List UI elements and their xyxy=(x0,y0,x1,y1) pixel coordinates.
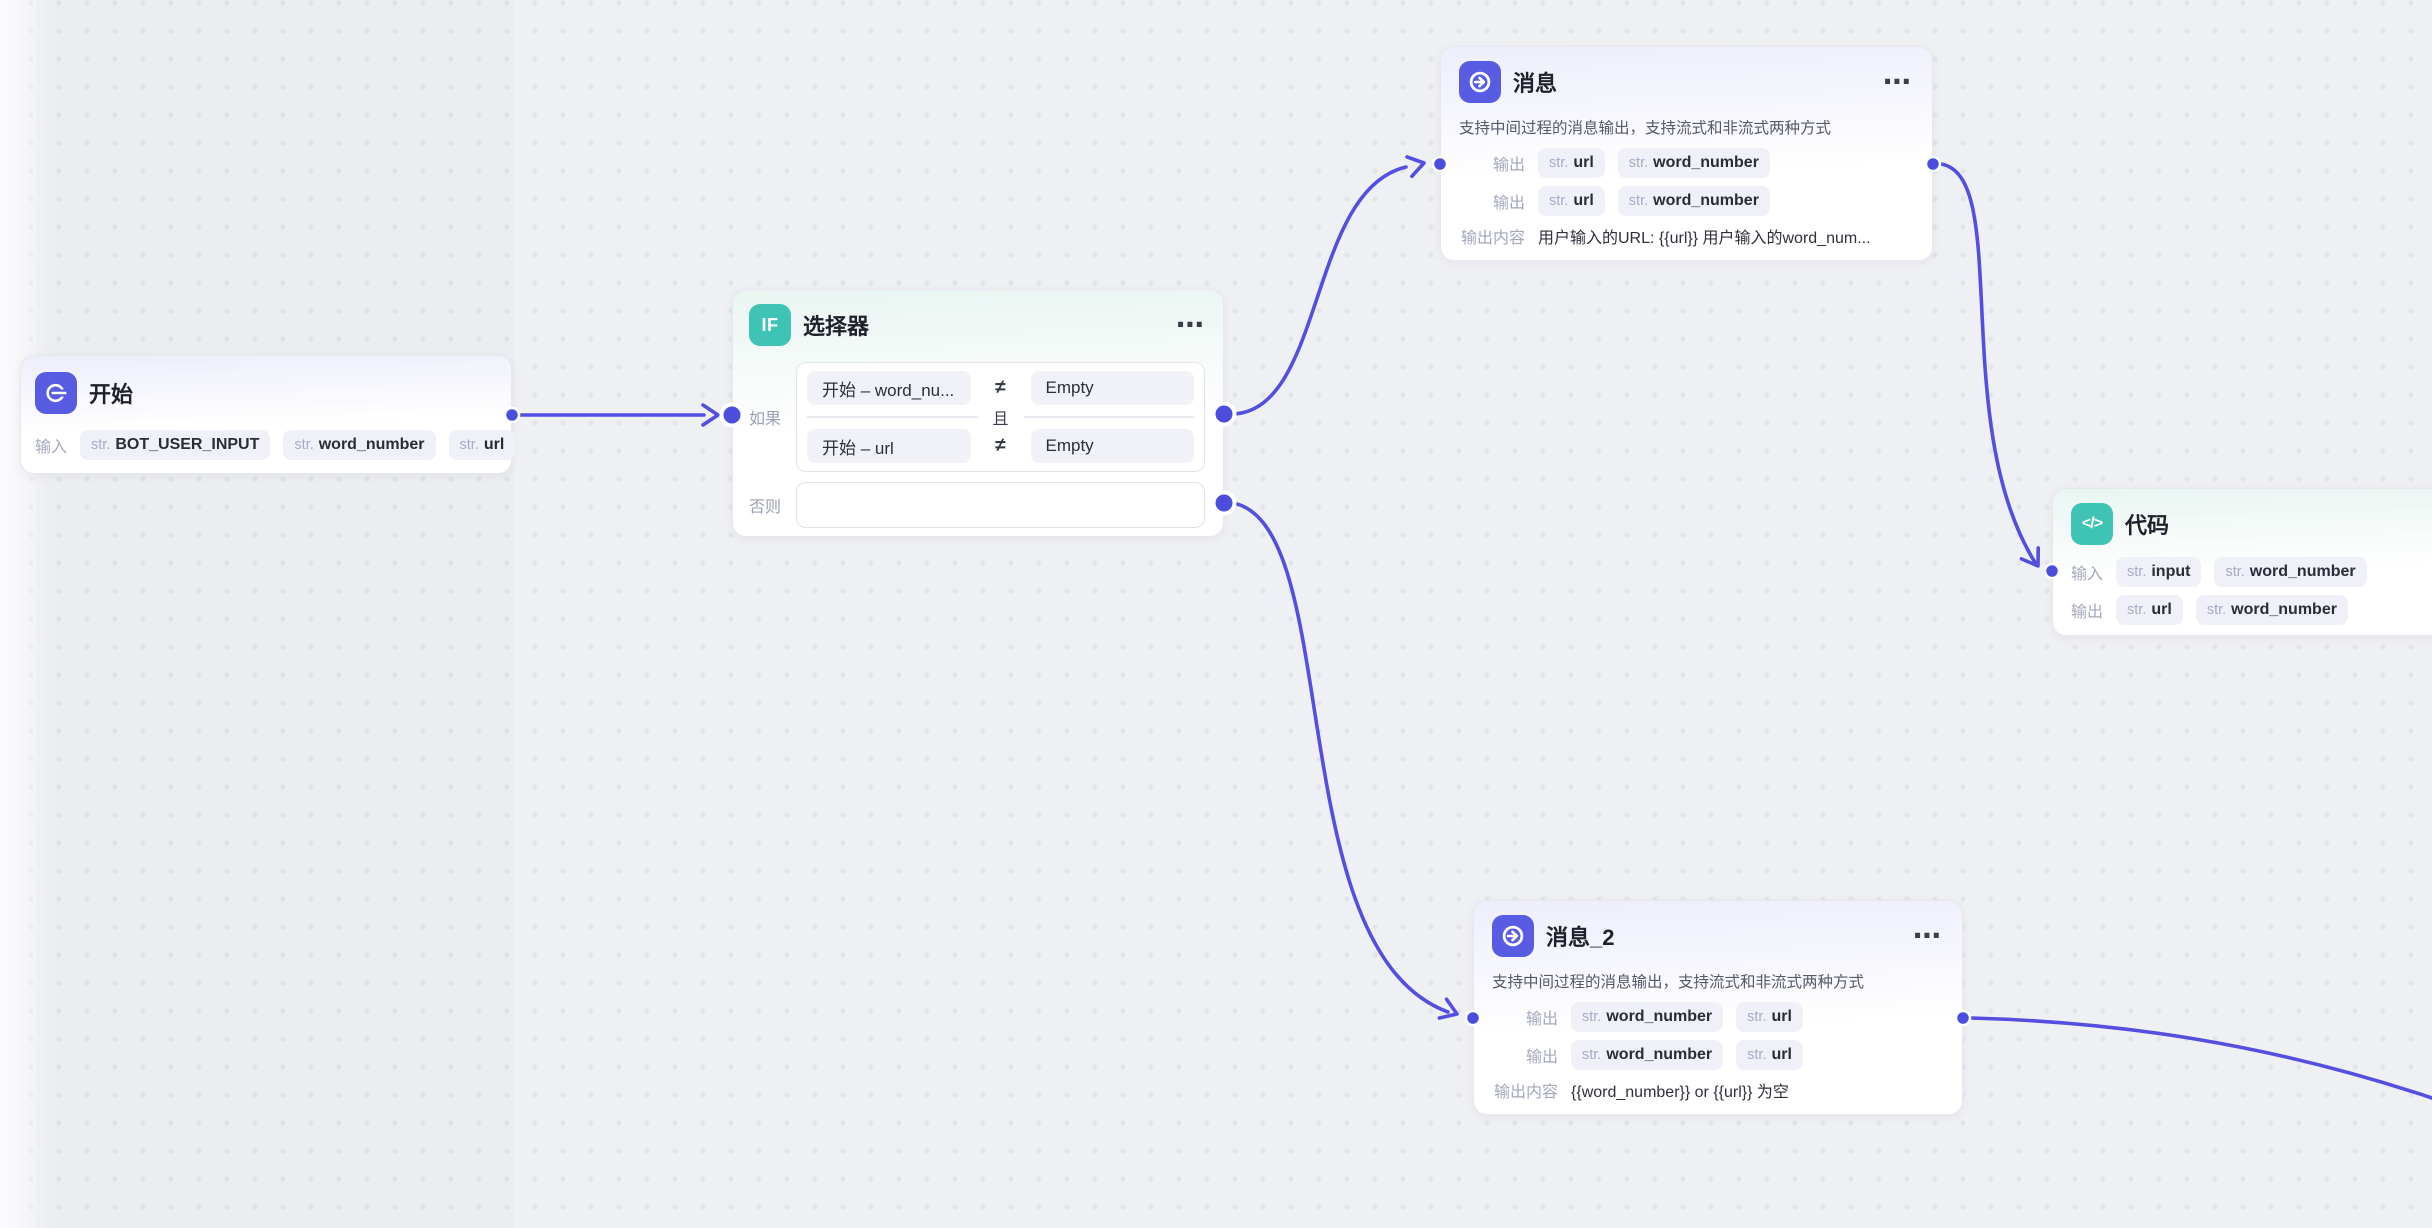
condition-right-operand[interactable]: Empty xyxy=(1030,371,1194,405)
output-row: 输出 str. url str. word_number xyxy=(2071,595,2432,625)
condition-operator[interactable]: ≠ xyxy=(995,435,1006,456)
else-branch-label: 否则 xyxy=(749,499,782,516)
node-message-2[interactable]: 消息_2 ⋯ 支持中间过程的消息输出，支持流式和非流式两种方式 输出 str. … xyxy=(1473,900,1963,1115)
param-tag: str. word_number xyxy=(1571,1040,1724,1070)
output-content-row: 输出内容 {{word_number}} or {{url}} 为空 xyxy=(1492,1078,1942,1102)
node-title: 开始 xyxy=(89,382,134,407)
node-start[interactable]: 开始 输入 str. BOT_USER_INPUT str. word_numb… xyxy=(20,355,516,474)
output-row: 输出 str. word_number str. url xyxy=(1492,1040,1942,1070)
node-code[interactable]: </> 代码 输入 str. input str. word_number 输出… xyxy=(2052,488,2432,636)
output-content-row: 输出内容 用户输入的URL: {{url}} 用户输入的word_num... xyxy=(1459,224,1912,248)
start-input-row: 输入 str. BOT_USER_INPUT str. word_number … xyxy=(35,430,516,460)
and-label: 且 xyxy=(992,411,1009,428)
canvas-left-fade xyxy=(0,0,52,1228)
else-box[interactable] xyxy=(796,482,1205,528)
message-node-icon xyxy=(1459,61,1501,103)
node-title: 消息_2 xyxy=(1546,925,1615,950)
node-title: 消息 xyxy=(1513,71,1558,96)
message-node-icon xyxy=(1492,915,1534,957)
param-tag: str. url xyxy=(1736,1040,1803,1070)
if-branch-label: 如果 xyxy=(749,411,782,428)
more-menu-icon[interactable]: ⋯ xyxy=(1913,920,1942,951)
start-node-icon xyxy=(35,372,77,414)
more-menu-icon[interactable]: ⋯ xyxy=(1883,66,1912,97)
node-selector[interactable]: IF 选择器 ⋯ 如果 开始 – word_nu... ≠ Empty 且 开始… xyxy=(732,289,1224,537)
node-message[interactable]: 消息 ⋯ 支持中间过程的消息输出，支持流式和非流式两种方式 输出 str. ur… xyxy=(1440,46,1933,261)
selector-else-branch: 否则 xyxy=(749,482,1205,528)
condition-left-operand[interactable]: 开始 – url xyxy=(807,429,971,463)
more-menu-icon[interactable]: ⋯ xyxy=(1176,309,1205,340)
output-row: 输出 str. url str. word_number xyxy=(1459,186,1912,216)
output-row: 输出 str. url str. word_number xyxy=(1459,148,1912,178)
param-tag: str. word_number xyxy=(2195,595,2348,625)
output-content-text: 用户输入的URL: {{url}} 用户输入的word_num... xyxy=(1538,230,1871,247)
param-tag: str. word_number xyxy=(2214,557,2367,587)
node-code-header: </> 代码 xyxy=(2071,503,2432,545)
node-title: 代码 xyxy=(2125,513,2170,538)
output-row: 输出 str. word_number str. url xyxy=(1492,1002,1942,1032)
param-tag: str. url xyxy=(2116,595,2183,625)
condition-operator[interactable]: ≠ xyxy=(995,377,1006,398)
node-subtitle: 支持中间过程的消息输出，支持流式和非流式两种方式 xyxy=(1492,974,1865,991)
if-node-icon: IF xyxy=(749,304,791,346)
code-node-icon: </> xyxy=(2071,503,2113,545)
param-tag: str. url xyxy=(1538,148,1605,178)
condition-right-operand[interactable]: Empty xyxy=(1030,429,1194,463)
param-tag: str. url xyxy=(448,430,516,460)
condition-left-operand[interactable]: 开始 – word_nu... xyxy=(807,371,971,405)
param-tag: str. word_number xyxy=(1617,186,1770,216)
condition-row: 开始 – url ≠ Empty xyxy=(807,429,1194,463)
node-selector-header: IF 选择器 ⋯ xyxy=(749,304,1205,346)
output-content-text: {{word_number}} or {{url}} 为空 xyxy=(1571,1084,1789,1101)
node-start-header: 开始 xyxy=(35,372,493,414)
param-tag: str. url xyxy=(1736,1002,1803,1032)
and-divider: 且 xyxy=(807,407,1195,428)
condition-box[interactable]: 开始 – word_nu... ≠ Empty 且 开始 – url ≠ Emp… xyxy=(796,362,1205,472)
param-tag: str. input xyxy=(2116,557,2202,587)
node-subtitle: 支持中间过程的消息输出，支持流式和非流式两种方式 xyxy=(1459,120,1832,137)
selector-if-branch: 如果 开始 – word_nu... ≠ Empty 且 开始 – url ≠ … xyxy=(749,362,1205,472)
param-tag: str. word_number xyxy=(283,430,436,460)
canvas-band xyxy=(36,0,514,1228)
condition-row: 开始 – word_nu... ≠ Empty xyxy=(807,371,1194,405)
node-message-header: 消息 ⋯ xyxy=(1459,61,1912,103)
input-row: 输入 str. input str. word_number xyxy=(2071,557,2432,587)
node-title: 选择器 xyxy=(803,314,870,339)
param-tag: str. BOT_USER_INPUT xyxy=(80,430,271,460)
param-tag: str. url xyxy=(1538,186,1605,216)
node-message-2-header: 消息_2 ⋯ xyxy=(1492,915,1942,957)
param-tag: str. word_number xyxy=(1571,1002,1724,1032)
param-tag: str. word_number xyxy=(1617,148,1770,178)
row-label: 输入 xyxy=(35,439,68,456)
